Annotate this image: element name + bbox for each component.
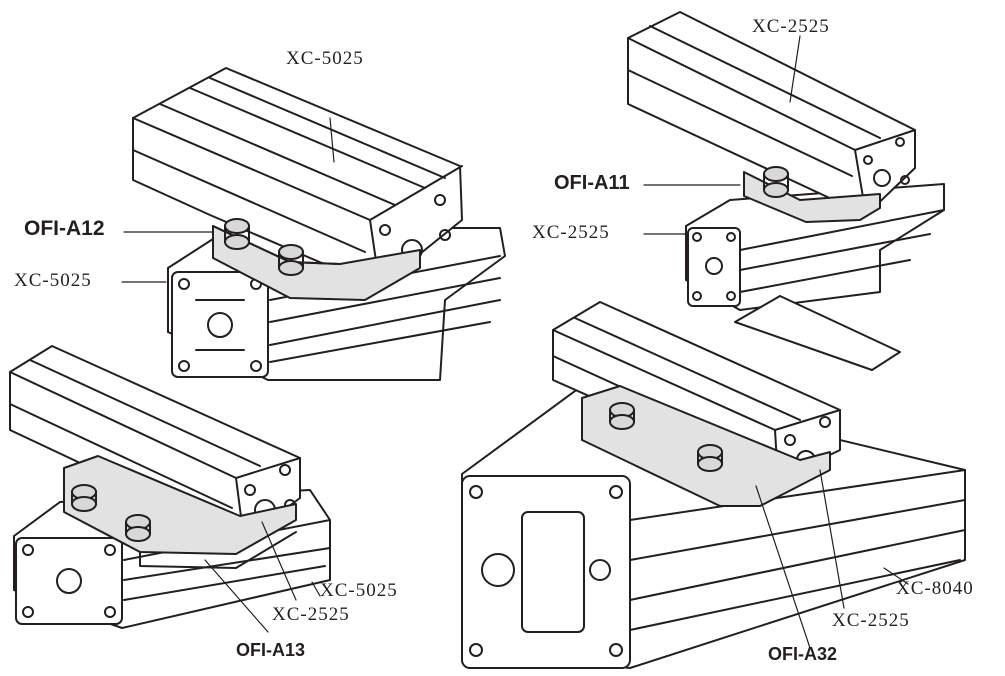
bracket-a12 xyxy=(212,218,421,301)
bracket-a11 xyxy=(743,166,881,223)
label-a11-bracket: OFI-A11 xyxy=(554,172,630,194)
label-a12-lower-profile: XC-5025 xyxy=(14,270,92,291)
assembly-a13 xyxy=(9,345,331,633)
upper-profile-a32 xyxy=(552,301,841,481)
leaders-a13 xyxy=(204,521,321,633)
lower-profile-a32 xyxy=(461,379,966,669)
label-a32-lower-profile: XC-8040 xyxy=(896,578,974,599)
label-a11-upper-profile: XC-2525 xyxy=(752,16,830,37)
upper-profile-a13 xyxy=(9,345,301,541)
assembly-a11 xyxy=(627,11,945,311)
leaders-a11 xyxy=(643,35,801,235)
label-a13-upper-profile: XC-2525 xyxy=(272,604,350,625)
upper-profile-a11 xyxy=(627,11,916,216)
label-a12-upper-profile: XC-5025 xyxy=(286,48,364,69)
label-a12-bracket: OFI-A12 xyxy=(24,217,105,240)
label-a13-bracket: OFI-A13 xyxy=(236,640,306,660)
upper-profile-a12 xyxy=(132,67,463,289)
label-a32-bracket: OFI-A32 xyxy=(768,644,838,664)
label-a11-lower-profile: XC-2525 xyxy=(532,222,610,243)
assembly-a32 xyxy=(461,295,966,669)
lower-profile-a11 xyxy=(685,183,945,311)
label-a32-upper-profile: XC-2525 xyxy=(832,610,910,631)
leaders-a32 xyxy=(755,469,909,649)
bracket-a13 xyxy=(63,455,297,569)
label-a13-lower-profile: XC-5025 xyxy=(320,580,398,601)
bracket-a32 xyxy=(581,385,831,507)
leaders-a12 xyxy=(121,117,335,283)
assembly-a12 xyxy=(121,67,506,381)
